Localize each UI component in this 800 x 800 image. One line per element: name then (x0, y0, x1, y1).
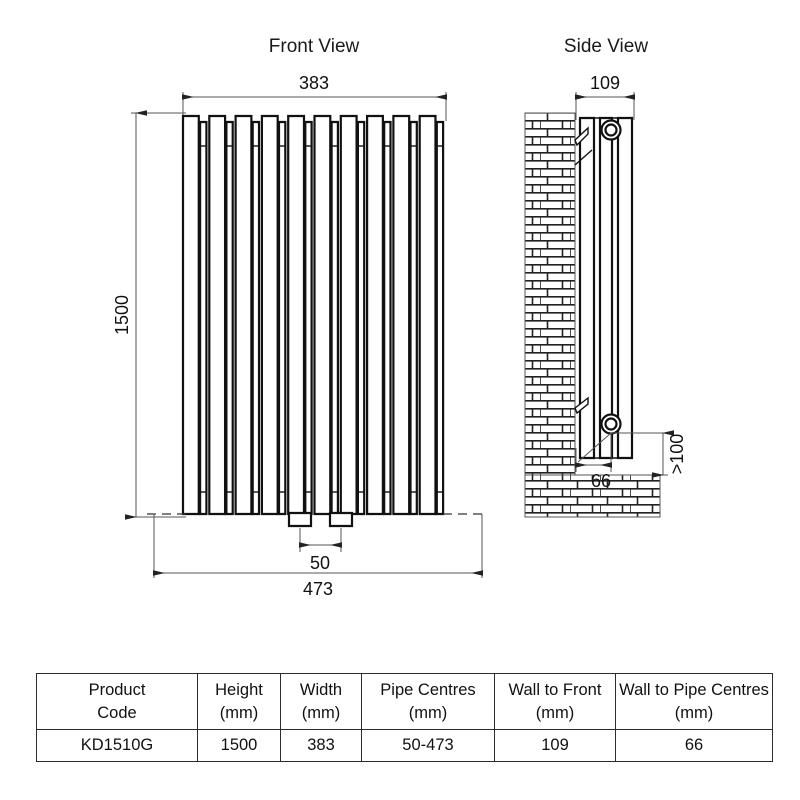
header-line-2: (mm) (219, 703, 259, 722)
fin-blade (181, 114, 200, 516)
fin-blade (234, 114, 253, 516)
bottom-mounting-bracket (574, 396, 622, 463)
header-width: Width (mm) (280, 673, 362, 730)
header-wall-to-front: Wall to Front (mm) (494, 673, 616, 730)
header-height: Height (mm) (197, 673, 281, 730)
fin-blade-narrow (304, 120, 313, 516)
front-width-dimension: 383 (182, 73, 447, 121)
fin-blade (260, 114, 279, 516)
header-line-1: Width (299, 680, 343, 699)
fin-blade-narrow (330, 120, 340, 516)
header-line-1: Product (88, 680, 146, 699)
fin-blade (339, 114, 358, 516)
overall-width-value: 473 (303, 579, 333, 599)
header-line-1: Wall to Pipe Centres (619, 680, 769, 699)
front-view-title: Front View (269, 36, 360, 57)
header-line-1: Height (215, 680, 263, 699)
cell-pipe-centres: 50-473 (361, 729, 495, 762)
front-height-dimension: 1500 (112, 110, 186, 520)
fin-blade-narrow (198, 120, 208, 516)
floor-clearance-dimension: >100 (611, 430, 687, 478)
side-view-title: Side View (564, 36, 648, 57)
wall-to-pipe-dimension: 66 (575, 433, 612, 491)
floor-clearance-value: >100 (667, 434, 687, 475)
wall-section (524, 112, 576, 518)
header-pipe-centres: Pipe Centres (mm) (361, 673, 495, 730)
header-product-code: Product Code (36, 673, 198, 730)
header-line-2: (mm) (301, 703, 341, 722)
header-line-2: (mm) (674, 703, 714, 722)
header-line-2: (mm) (535, 703, 575, 722)
fin-blade-narrow (435, 120, 445, 516)
side-depth-value: 109 (590, 73, 620, 93)
cell-product-code: KD1510G (36, 729, 198, 762)
fin-blade-narrow (225, 120, 234, 516)
fin-blade (313, 114, 332, 516)
floor-section (524, 474, 661, 518)
fin-blade-narrow (409, 120, 418, 516)
fin-blade-narrow (251, 120, 261, 516)
specification-table: Product Code Height (mm) Width (mm) Pipe… (36, 673, 773, 762)
pipe-centres-dimension: 50 (299, 528, 342, 573)
top-mounting-bracket (574, 119, 622, 166)
header-line-2: (mm) (408, 703, 448, 722)
front-height-value: 1500 (112, 295, 132, 335)
pipe-connections (287, 511, 354, 528)
fin-blade-narrow (356, 120, 366, 516)
header-line-2: Code (97, 703, 137, 722)
fin-blade (366, 114, 384, 516)
fin-blade (418, 114, 437, 516)
wall-to-pipe-value: 66 (591, 471, 611, 491)
fin-blade-narrow (277, 120, 287, 516)
table-header-row: Product Code Height (mm) Width (mm) Pipe… (36, 673, 773, 730)
cell-wall-to-pipe-centres: 66 (615, 729, 773, 762)
cell-height: 1500 (197, 729, 281, 762)
overall-width-dimension: 473 (153, 514, 483, 599)
radiator-front-fins (181, 114, 445, 516)
header-wall-to-pipe-centres: Wall to Pipe Centres (mm) (615, 673, 773, 730)
fin-blade (287, 114, 306, 516)
fin-blade (392, 114, 411, 516)
front-width-value: 383 (299, 73, 329, 93)
header-line-1: Wall to Front (508, 680, 602, 699)
table-row: KD1510G 1500 383 50-473 109 66 (36, 729, 773, 762)
cell-wall-to-front: 109 (494, 729, 616, 762)
header-line-1: Pipe Centres (380, 680, 476, 699)
radiator-side-body (578, 116, 634, 460)
cell-width: 383 (280, 729, 362, 762)
fin-blade-narrow (383, 120, 392, 516)
pipe-centres-value: 50 (310, 553, 330, 573)
fin-blade (208, 114, 227, 516)
specification-table-container: Product Code Height (mm) Width (mm) Pipe… (36, 673, 773, 762)
side-depth-dimension: 109 (575, 73, 635, 120)
